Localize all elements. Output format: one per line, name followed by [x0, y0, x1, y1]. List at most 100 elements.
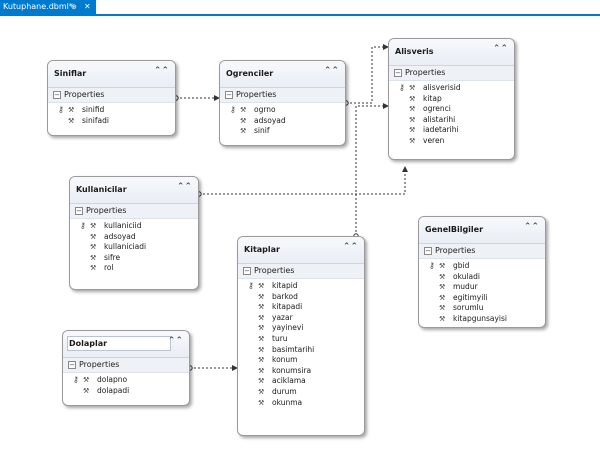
key-icon: ⚷	[230, 105, 236, 114]
entity-alisveris[interactable]: Alisveris⌃⌃ −Properties ⚷⚒alisverisid ⚒k…	[388, 38, 515, 160]
properties-section[interactable]: −Properties	[419, 244, 545, 259]
property-row[interactable]: ⚒iadetarihi	[409, 125, 459, 135]
property-row[interactable]: ⚷⚒kitapid	[248, 281, 298, 290]
wrench-icon: ⚒	[68, 106, 75, 114]
pin-icon[interactable]: ⊕	[71, 3, 77, 11]
close-icon[interactable]: ✕	[84, 2, 91, 11]
key-icon: ⚷	[399, 83, 405, 92]
property-row[interactable]: ⚒kullaniciadi	[90, 242, 147, 252]
entity-siniflar[interactable]: Siniflar ⌃⌃ −Properties ⚷⚒sinifid ⚒sinifa…	[47, 60, 176, 136]
property-row[interactable]: ⚒rol	[90, 263, 114, 273]
entity-genelbilgiler[interactable]: GenelBilgiler ⌃⌃ −Properties ⚷⚒gbid ⚒okul…	[418, 216, 546, 328]
wrench-icon: ⚒	[409, 94, 416, 103]
wrench-icon: ⚒	[258, 303, 265, 312]
minus-box-icon[interactable]: −	[53, 91, 61, 99]
entity-title: GenelBilgiler	[425, 225, 484, 234]
property-row[interactable]: ⚷⚒alisverisid	[399, 83, 461, 92]
wrench-icon: ⚒	[258, 324, 265, 333]
entity-title-edit-box[interactable]	[67, 336, 171, 351]
properties-section[interactable]: −Properties	[70, 204, 198, 219]
collapse-icon[interactable]: ⌃⌃	[523, 222, 539, 232]
entity-title: Alisveris	[395, 47, 434, 56]
entity-title: Kitaplar	[244, 245, 280, 254]
property-row[interactable]: ⚒basimtarihi	[258, 344, 315, 354]
entity-title: Siniflar	[54, 69, 87, 78]
properties-section[interactable]: −Properties	[220, 88, 345, 103]
assoc-kitaplar-alisveris	[355, 103, 389, 236]
property-row[interactable]: ⚒kitapgunsayisi	[439, 313, 508, 323]
property-row[interactable]: ⚒sinifadi	[68, 115, 109, 125]
wrench-icon: ⚒	[439, 304, 446, 313]
property-row[interactable]: ⚷⚒dolapno	[73, 375, 128, 384]
property-row[interactable]: ⚒sifre	[90, 252, 121, 262]
property-row[interactable]: ⚒turu	[258, 333, 288, 343]
property-row[interactable]: ⚒mudur	[439, 282, 478, 292]
assoc-ogrenciler-alisveris	[346, 44, 389, 104]
property-row[interactable]: ⚒dolapadi	[83, 385, 130, 395]
tab-kutuphane-dbml[interactable]: Kutuphane.dbml* ⊕ ✕	[0, 0, 96, 14]
wrench-icon: ⚒	[83, 386, 90, 395]
key-icon: ⚷	[73, 375, 79, 384]
minus-box-icon[interactable]: −	[394, 69, 402, 77]
properties-section[interactable]: −Properties	[238, 264, 364, 279]
property-row[interactable]: ⚒kitapadi	[258, 302, 303, 312]
property-row[interactable]: ⚒aciklama	[258, 376, 306, 386]
property-row[interactable]: ⚒sinif	[240, 126, 270, 136]
wrench-icon: ⚒	[68, 116, 75, 125]
property-row[interactable]: ⚒yazar	[258, 312, 293, 322]
collapse-icon[interactable]: ⌃⌃	[176, 182, 192, 192]
minus-box-icon[interactable]: −	[424, 247, 432, 255]
property-row[interactable]: ⚒kitap	[409, 93, 442, 103]
property-row[interactable]: ⚒veren	[409, 135, 445, 145]
property-row[interactable]: ⚒alistarihi	[409, 114, 456, 124]
entity-dolaplar[interactable]: Dolaplar⌃⌃ −Properties ⚷⚒dolapno ⚒dolapa…	[62, 330, 190, 406]
entity-kitaplar[interactable]: Kitaplar ⌃⌃ −Properties ⚷⚒kitapid ⚒barkod…	[237, 236, 365, 436]
wrench-icon: ⚒	[258, 387, 265, 396]
tab-label: Kutuphane.dbml*	[3, 2, 73, 11]
property-row[interactable]: ⚷⚒kullaniciid	[80, 221, 142, 230]
collapse-icon[interactable]: ⌃⌃	[342, 242, 358, 252]
property-row[interactable]: ⚷⚒gbid	[429, 261, 470, 270]
properties-section[interactable]: −Properties	[389, 66, 514, 81]
collapse-icon[interactable]: ⌃⌃	[167, 336, 183, 346]
wrench-icon: ⚒	[409, 136, 416, 145]
properties-section[interactable]: −Properties	[48, 88, 175, 103]
properties-section[interactable]: −Properties	[63, 358, 189, 373]
collapse-icon[interactable]: ⌃⌃	[153, 66, 169, 76]
entity-ogrenciler[interactable]: Ogrenciler⌃⌃ −Properties ⚷⚒ogrno ⚒adsoya…	[219, 60, 346, 146]
property-row[interactable]: ⚒okuladi	[439, 271, 480, 281]
wrench-icon: ⚒	[409, 115, 416, 124]
property-row[interactable]: ⚒durum	[258, 386, 297, 396]
wrench-icon: ⚒	[83, 376, 90, 384]
wrench-icon: ⚒	[258, 398, 265, 407]
collapse-icon[interactable]: ⌃⌃	[323, 66, 339, 76]
wrench-icon: ⚒	[258, 366, 265, 375]
minus-box-icon[interactable]: −	[75, 207, 83, 215]
wrench-icon: ⚒	[90, 243, 97, 252]
property-row[interactable]: ⚒sorumlu	[439, 303, 484, 313]
wrench-icon: ⚒	[409, 105, 416, 114]
property-row[interactable]: ⚒adsoyad	[240, 115, 286, 125]
property-row[interactable]: ⚒konumsira	[258, 365, 312, 375]
property-row[interactable]: ⚷⚒sinifid	[58, 105, 105, 114]
wrench-icon: ⚒	[240, 127, 247, 136]
property-row[interactable]: ⚒ogrenci	[409, 104, 451, 114]
entity-kullanicilar[interactable]: Kullanicilar⌃⌃ −Properties ⚷⚒kullaniciid…	[69, 176, 199, 290]
wrench-icon: ⚒	[90, 222, 97, 230]
minus-box-icon[interactable]: −	[68, 361, 76, 369]
wrench-icon: ⚒	[409, 84, 416, 92]
property-row[interactable]: ⚷⚒ogrno	[230, 105, 276, 114]
property-row[interactable]: ⚒barkod	[258, 291, 298, 301]
wrench-icon: ⚒	[439, 272, 446, 281]
property-row[interactable]: ⚒adsoyad	[90, 231, 136, 241]
wrench-icon: ⚒	[439, 314, 446, 323]
key-icon: ⚷	[248, 281, 254, 290]
minus-box-icon[interactable]: −	[225, 91, 233, 99]
entity-title: Dolaplar	[69, 339, 108, 348]
property-row[interactable]: ⚒egitimyili	[439, 292, 488, 302]
property-row[interactable]: ⚒yayinevi	[258, 323, 304, 333]
property-row[interactable]: ⚒okunma	[258, 397, 303, 407]
collapse-icon[interactable]: ⌃⌃	[492, 44, 508, 54]
minus-box-icon[interactable]: −	[243, 267, 251, 275]
property-row[interactable]: ⚒konum	[258, 355, 298, 365]
